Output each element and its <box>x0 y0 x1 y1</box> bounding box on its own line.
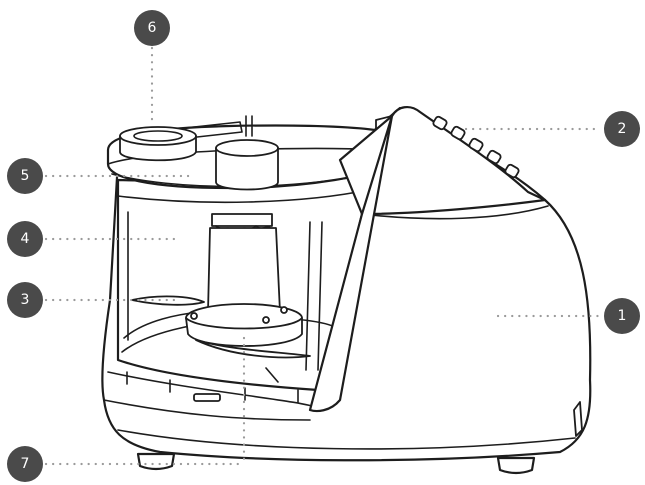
bowl-rib <box>317 221 323 371</box>
base-bottom-line <box>103 399 311 421</box>
blade-rivet <box>190 312 198 320</box>
callout-4: 4 <box>7 221 43 257</box>
callout-2-circle <box>604 111 640 147</box>
bowl-rim-line <box>117 189 369 204</box>
callout-4-circle <box>7 221 43 257</box>
feet <box>136 452 536 475</box>
shaft-housing-top <box>215 139 279 157</box>
collar-line <box>361 205 549 220</box>
callout-5: 5 <box>7 158 43 194</box>
switch-panel-edge <box>308 114 394 413</box>
callout-6: 6 <box>134 10 170 46</box>
callout-4-label: 4 <box>21 231 30 247</box>
callout-2: 2 <box>604 111 640 147</box>
leader-lines <box>44 46 600 466</box>
button-2 <box>450 125 466 141</box>
upper-blade <box>131 295 205 306</box>
bowl-rib <box>305 221 311 371</box>
button-1 <box>432 115 448 131</box>
base-skirt-line <box>117 429 576 450</box>
switch-panel <box>308 106 547 413</box>
callout-1-label: 1 <box>618 308 627 324</box>
lid-cap-top <box>119 126 197 146</box>
side-tab <box>573 401 583 437</box>
callout-3-label: 3 <box>21 292 30 308</box>
base-band-line <box>107 371 319 409</box>
switch-panel-top <box>338 106 547 216</box>
blade-rivet <box>262 316 270 324</box>
callout-6-label: 6 <box>148 20 157 36</box>
blade-rivet <box>280 306 288 314</box>
callout-1-circle <box>604 298 640 334</box>
front-left-foot <box>136 452 176 471</box>
callout-2-label: 2 <box>618 121 627 137</box>
callout-5-label: 5 <box>21 168 30 184</box>
shaft-top-cap <box>211 213 273 227</box>
lid-cap <box>119 126 197 162</box>
callout-7-label: 7 <box>21 456 30 472</box>
callout-7: 7 <box>7 446 43 482</box>
shaft-housing <box>215 139 279 191</box>
callout-3: 3 <box>7 282 43 318</box>
lid-cap-inner <box>133 130 183 142</box>
callout-1: 1 <box>604 298 640 334</box>
callout-7-circle <box>7 446 43 482</box>
callout-5-circle <box>7 158 43 194</box>
callout-6-circle <box>134 10 170 46</box>
callout-3-circle <box>7 282 43 318</box>
base-indicator-slot <box>193 393 221 402</box>
shaft-housing-body <box>215 147 279 191</box>
button-5 <box>504 163 520 179</box>
button-3 <box>468 137 484 153</box>
button-4 <box>486 149 502 165</box>
blade-assembly <box>131 213 311 383</box>
blade-stem <box>265 367 279 383</box>
front-right-foot <box>496 456 536 475</box>
lower-blade <box>195 339 311 359</box>
